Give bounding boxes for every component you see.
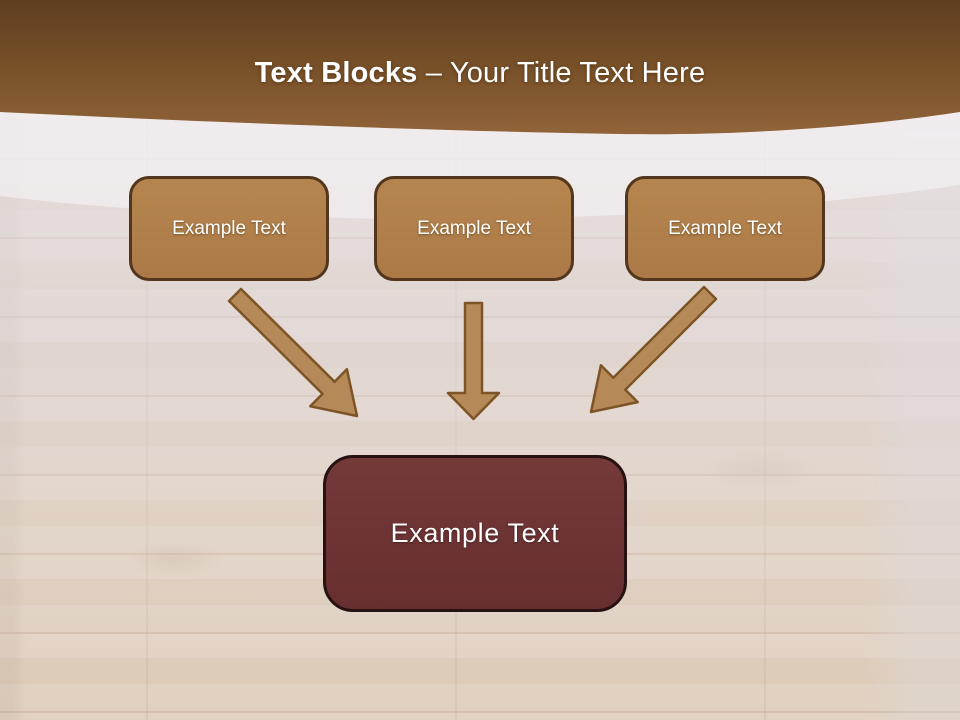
text-block-1: Example Text	[129, 176, 329, 281]
title-emphasis: Text Blocks	[254, 57, 418, 89]
text-block-3: Example Text	[625, 176, 825, 281]
text-block-1-label: Example Text	[172, 217, 286, 239]
text-block-2-label: Example Text	[417, 217, 531, 239]
slide-title: Text Blocks – Your Title Text Here	[0, 57, 960, 90]
text-block-2: Example Text	[374, 176, 574, 281]
header-brown-wave	[0, 0, 960, 135]
target-text-block-label: Example Text	[390, 518, 560, 548]
target-text-block: Example Text	[323, 455, 627, 612]
text-block-3-label: Example Text	[668, 217, 782, 239]
title-remainder: – Your Title Text Here	[417, 57, 706, 89]
